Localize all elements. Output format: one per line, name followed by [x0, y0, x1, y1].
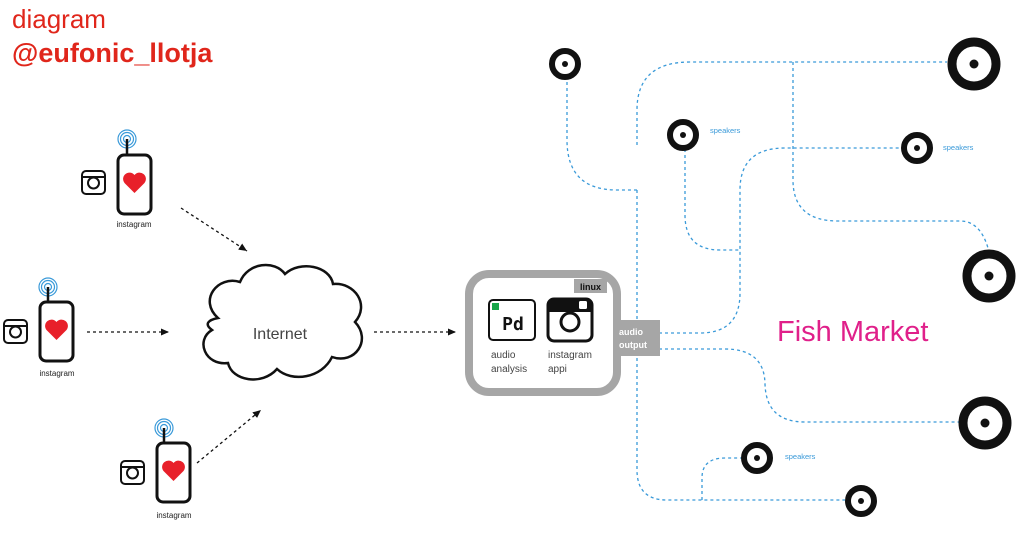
phone-label: instagram	[39, 369, 74, 378]
diagram-title: diagram	[12, 4, 106, 34]
audio-output-label-2: output	[619, 340, 647, 350]
speaker-icon	[845, 485, 877, 517]
speakers-label: speakers	[710, 126, 741, 135]
speakers	[549, 37, 1016, 517]
internet-cloud: Internet	[202, 263, 363, 381]
phone-label: instagram	[116, 220, 151, 229]
phone-top: instagram	[81, 129, 153, 229]
heart-icon	[45, 319, 68, 340]
phone-bottom: instagram	[120, 418, 192, 520]
arrow-bottom-phone	[196, 409, 262, 464]
speaker-icon	[962, 249, 1016, 303]
speaker-icon	[947, 37, 1001, 91]
venue-label: Fish Market	[777, 316, 928, 348]
app-label-analysis: analysis	[491, 364, 527, 375]
linux-server: linux Pd audio analysis instagram appi a…	[465, 270, 660, 396]
instagram-icon	[120, 460, 145, 485]
pd-icon: Pd	[488, 299, 536, 341]
instagram-app-icon	[546, 297, 594, 343]
speaker-wiring	[566, 61, 989, 501]
phone-middle: instagram	[3, 277, 75, 378]
speaker-icon	[901, 132, 933, 164]
instagram-icon	[81, 170, 106, 195]
app-label-audio: audio	[491, 350, 516, 361]
heart-icon	[123, 172, 146, 193]
audio-output-label-1: audio	[619, 327, 644, 337]
os-tab	[574, 279, 607, 293]
network-arrows	[87, 207, 456, 464]
audio-output-tab	[613, 320, 660, 356]
speaker-icon	[958, 396, 1012, 450]
phone-label: instagram	[156, 511, 191, 520]
cloud-icon	[202, 263, 363, 381]
arrow-top-phone	[180, 207, 248, 252]
pd-icon-text: Pd	[502, 314, 524, 335]
instagram-icon	[3, 319, 28, 344]
app-label-instagram: instagram	[548, 350, 592, 361]
speakers-label: speakers	[785, 452, 816, 461]
speaker-icon	[549, 48, 581, 80]
heart-icon	[162, 460, 185, 481]
speaker-icon	[741, 442, 773, 474]
cloud-label: Internet	[253, 326, 308, 343]
app-label-appi: appi	[548, 364, 567, 375]
speaker-icon	[667, 119, 699, 151]
instagram-handle: @eufonic_llotja	[12, 38, 213, 68]
os-tab-label: linux	[580, 282, 601, 292]
speakers-label: speakers	[943, 143, 974, 152]
